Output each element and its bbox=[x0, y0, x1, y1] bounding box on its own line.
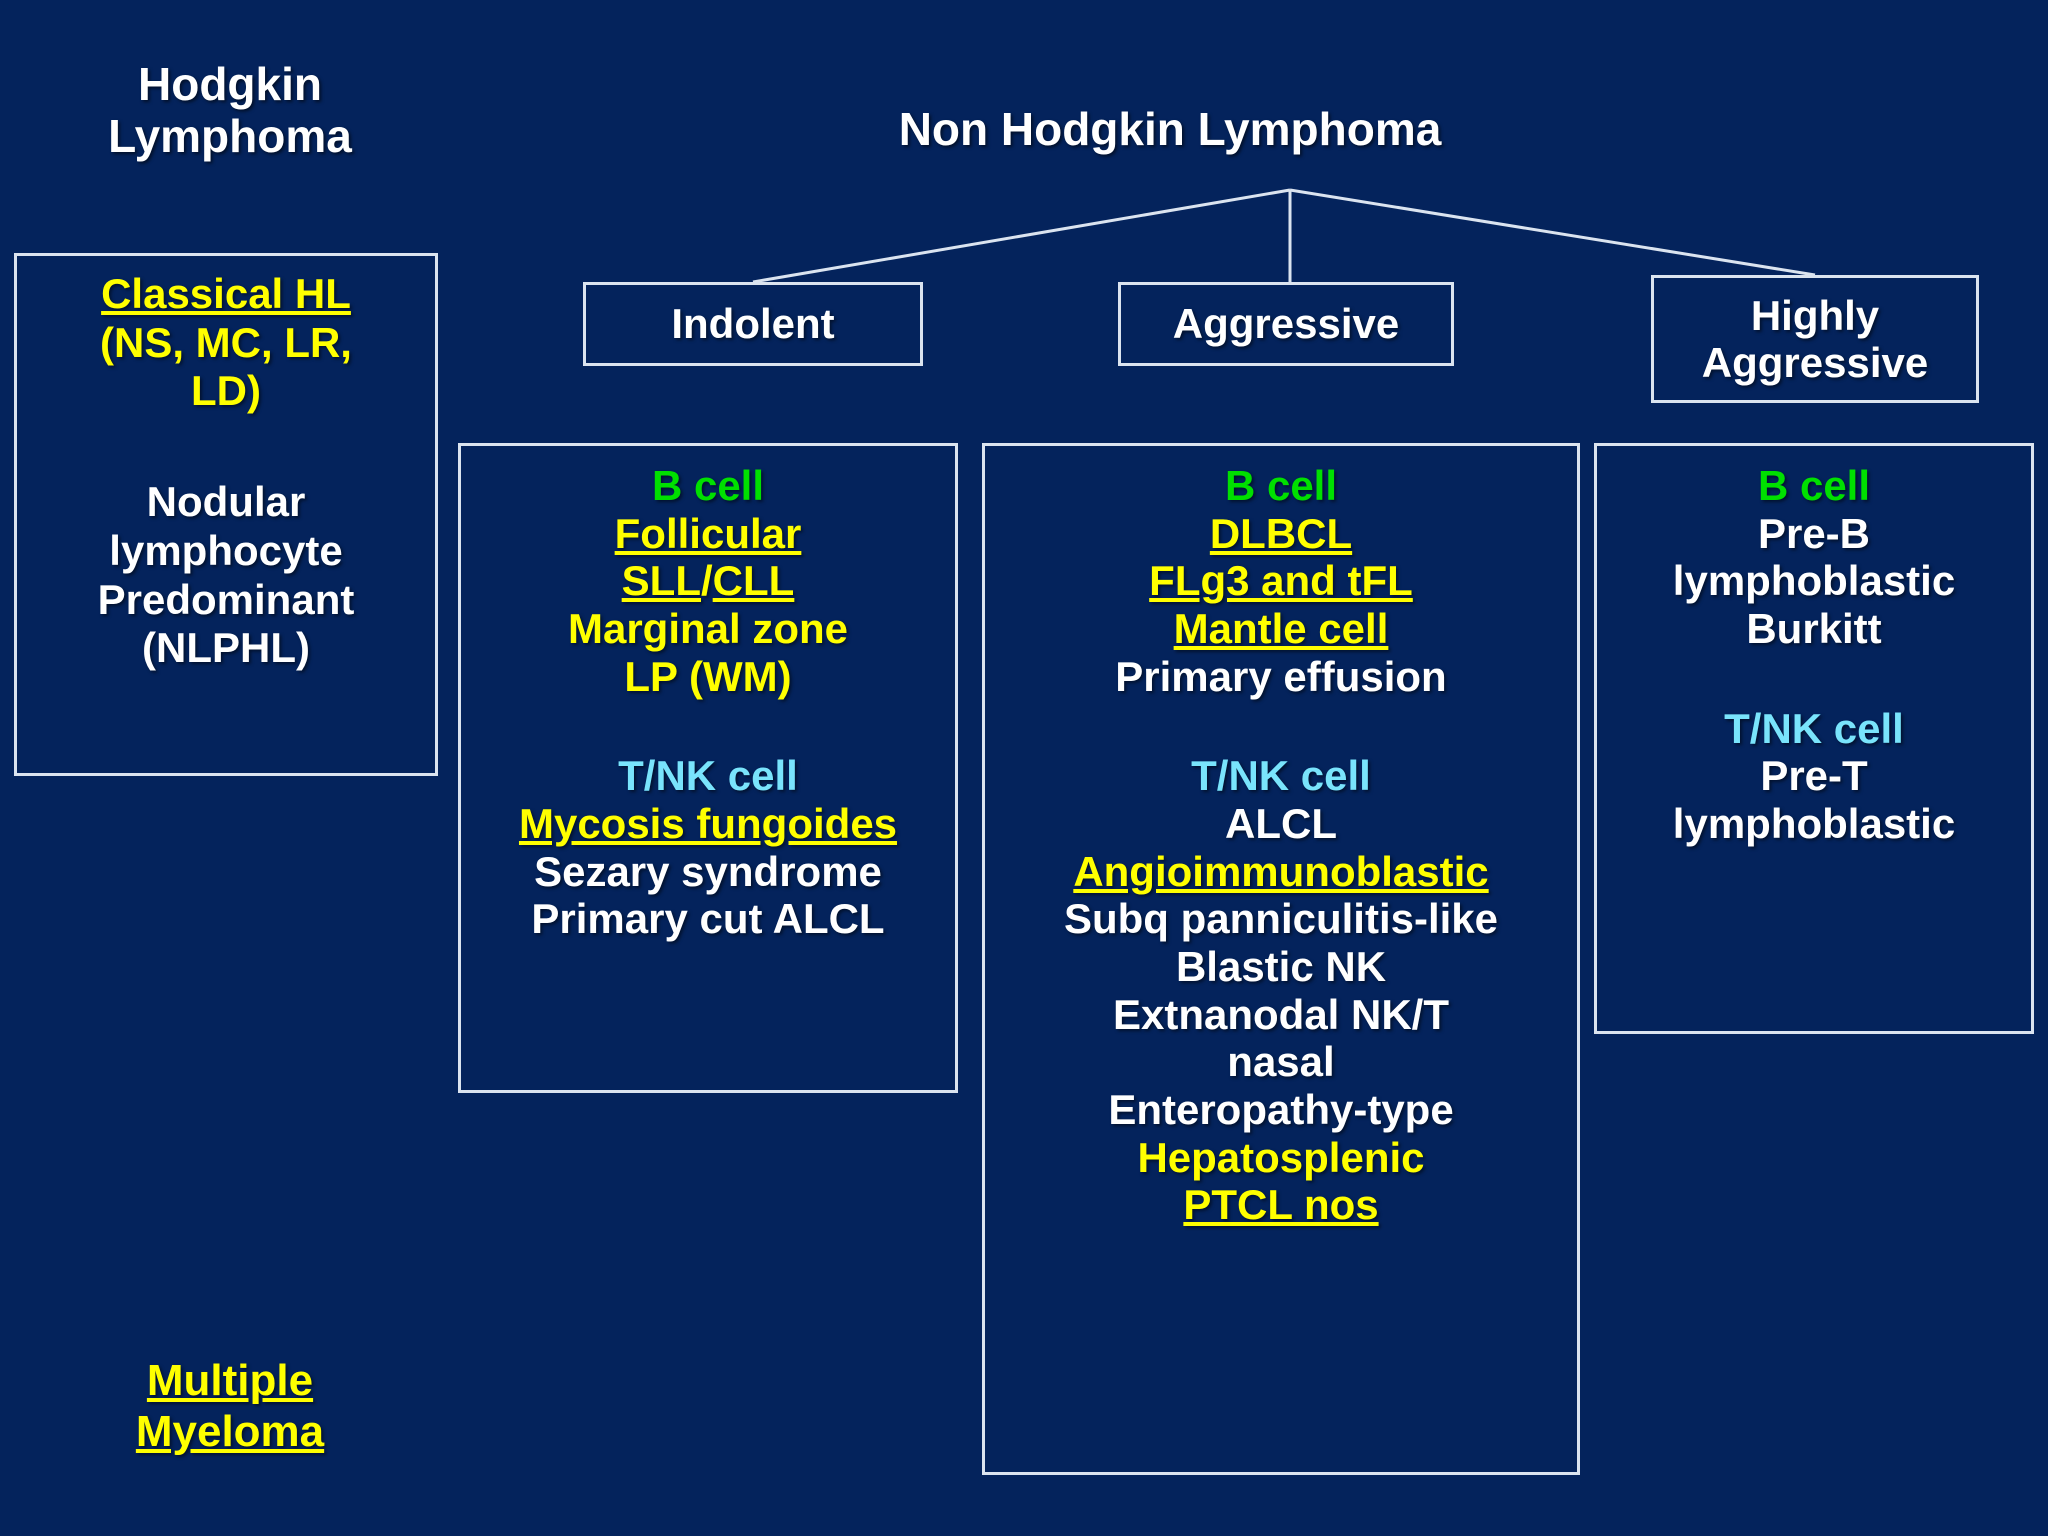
category-box-aggressive[interactable]: Aggressive bbox=[1118, 282, 1454, 366]
indolent-b-item-follicular: Follicular bbox=[614, 509, 802, 557]
myeloma-line2: Myeloma bbox=[135, 1407, 325, 1457]
indolent-content-box: B cell Follicular SLL/CLL Marginal zone … bbox=[458, 443, 958, 1093]
aggressive-t-item-blastic-nk: Blastic NK bbox=[1175, 942, 1387, 990]
hodgkin-title-line1: Hodgkin bbox=[138, 58, 322, 110]
myeloma-line1: Multiple bbox=[146, 1356, 314, 1405]
category-box-indolent[interactable]: Indolent bbox=[583, 282, 923, 366]
aggressive-b-item-mantle-cell: Mantle cell bbox=[1173, 604, 1389, 652]
indolent-b-item-sll-cll: SLL/CLL bbox=[621, 557, 795, 605]
hl-subtypes-line1: (NS, MC, LR, bbox=[100, 318, 352, 366]
highly-b-cell-header: B cell bbox=[1757, 462, 1871, 509]
highly-b-item-lymphoblastic: lymphoblastic bbox=[1672, 557, 1956, 605]
aggressive-content-box: B cell DLBCL FLg3 and tFL Mantle cell Pr… bbox=[982, 443, 1580, 1475]
aggressive-spacer bbox=[985, 700, 1577, 752]
highly-t-nk-header: T/NK cell bbox=[1724, 704, 1904, 752]
hl-nlphl-line3: Predominant bbox=[97, 575, 355, 623]
indolent-b-item-marginal-zone: Marginal zone bbox=[567, 604, 849, 652]
aggressive-t-item-extranodal-nk-t: Extnanodal NK/T bbox=[1112, 990, 1450, 1038]
hl-nlphl-line4: (NLPHL) bbox=[142, 624, 310, 672]
category-label-aggressive: Aggressive bbox=[1172, 300, 1400, 348]
highly-t-item-lymphoblastic: lymphoblastic bbox=[1672, 799, 1956, 847]
indolent-b-item-lp-wm: LP (WM) bbox=[624, 652, 792, 700]
indolent-b-cell-header: B cell bbox=[651, 462, 765, 509]
aggressive-b-item-flg3-tfl: FLg3 and tFL bbox=[1149, 557, 1413, 605]
aggressive-b-cell-header: B cell bbox=[1224, 462, 1338, 509]
hl-classical-hl: Classical HL bbox=[101, 270, 351, 317]
non-hodgkin-lymphoma-title: Non Hodgkin Lymphoma bbox=[898, 103, 1442, 155]
hl-subtypes-line2: LD) bbox=[191, 367, 261, 415]
aggressive-t-nk-header: T/NK cell bbox=[1191, 752, 1371, 800]
multiple-myeloma-label: Multiple Myeloma bbox=[40, 1355, 420, 1458]
category-label-highly-aggressive: Highly Aggressive bbox=[1702, 292, 1928, 386]
aggressive-b-item-primary-effusion: Primary effusion bbox=[1115, 652, 1447, 700]
highly-b-item-pre-b: Pre-B bbox=[1757, 509, 1871, 557]
highly-b-item-burkitt: Burkitt bbox=[1746, 604, 1882, 652]
aggressive-t-item-enteropathy-type: Enteropathy-type bbox=[1108, 1085, 1454, 1133]
category-box-highly-aggressive[interactable]: Highly Aggressive bbox=[1651, 275, 1979, 403]
aggressive-t-item-alcl: ALCL bbox=[1225, 799, 1337, 847]
highly-aggressive-line1: Highly bbox=[1750, 291, 1880, 339]
hl-nlphl-line2: lymphocyte bbox=[109, 526, 343, 574]
indolent-t-item-primary-cut-alcl: Primary cut ALCL bbox=[531, 895, 885, 943]
highly-t-item-pre-t: Pre-T bbox=[1760, 752, 1868, 800]
aggressive-t-item-ptcl-nos: PTCL nos bbox=[1183, 1181, 1379, 1229]
highly-aggressive-line2: Aggressive bbox=[1701, 339, 1929, 386]
hl-spacer bbox=[17, 416, 435, 478]
indolent-spacer bbox=[461, 700, 955, 752]
aggressive-b-item-dlbcl: DLBCL bbox=[1209, 509, 1353, 557]
hodgkin-lymphoma-detail-box: Classical HL (NS, MC, LR, LD) Nodular ly… bbox=[14, 253, 438, 776]
aggressive-t-item-angioimmunoblastic: Angioimmunoblastic bbox=[1073, 847, 1489, 895]
hl-nlphl-line1: Nodular bbox=[146, 478, 306, 526]
indolent-t-nk-header: T/NK cell bbox=[618, 752, 798, 800]
hodgkin-lymphoma-title: Hodgkin Lymphoma bbox=[40, 58, 420, 163]
aggressive-t-item-subq-panniculitis: Subq panniculitis-like bbox=[1063, 895, 1499, 943]
category-label-indolent: Indolent bbox=[671, 300, 835, 348]
indolent-t-item-mycosis-fungoides: Mycosis fungoides bbox=[518, 799, 898, 847]
aggressive-t-item-hepatosplenic: Hepatosplenic bbox=[1137, 1133, 1425, 1181]
aggressive-t-item-nasal: nasal bbox=[1227, 1038, 1335, 1086]
highly-spacer bbox=[1597, 653, 2031, 705]
highly-aggressive-content-box: B cell Pre-B lymphoblastic Burkitt T/NK … bbox=[1594, 443, 2034, 1034]
hodgkin-title-line2: Lymphoma bbox=[108, 110, 352, 163]
indolent-t-item-sezary-syndrome: Sezary syndrome bbox=[534, 847, 882, 895]
